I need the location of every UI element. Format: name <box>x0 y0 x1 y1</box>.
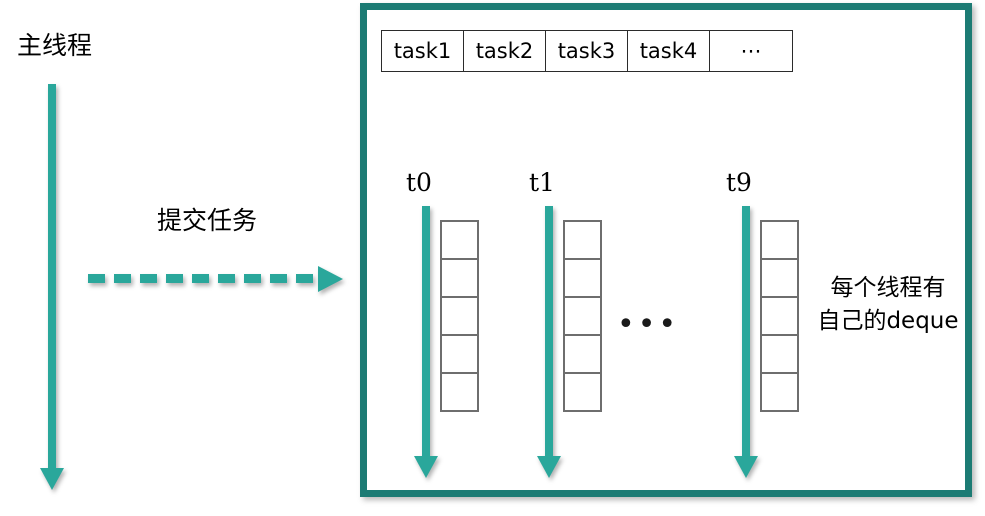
deque-cell <box>762 222 797 260</box>
deque-note-line1: 每个线程有 <box>830 275 946 301</box>
deque-t0 <box>440 220 479 412</box>
deque-cell <box>762 336 797 374</box>
deque-cell <box>762 298 797 336</box>
main-thread-arrow-shaft <box>48 84 56 470</box>
thread-arrow-shaft <box>545 206 553 458</box>
thread-arrow-t9 <box>734 206 758 478</box>
main-thread-arrow <box>40 84 64 490</box>
main-thread-label: 主线程 <box>17 31 93 60</box>
submit-task-dashed-arrow <box>88 266 343 292</box>
thread-arrow-head <box>414 456 438 478</box>
deque-t9 <box>760 220 799 412</box>
deque-cell <box>565 298 600 336</box>
task-cell: task2 <box>464 31 546 71</box>
thread-arrow-t1 <box>537 206 561 478</box>
thread-arrow-shaft <box>422 206 430 458</box>
deque-cell <box>442 336 477 374</box>
deque-cell <box>565 374 600 412</box>
deque-cell <box>565 260 600 298</box>
deque-note-line2: 自己的deque <box>817 308 959 334</box>
deque-cell <box>442 222 477 260</box>
deque-cell <box>442 374 477 412</box>
threads-ellipsis: ••• <box>617 307 680 342</box>
task-cell: task3 <box>546 31 628 71</box>
task-cell: task4 <box>628 31 710 71</box>
deque-cell <box>442 298 477 336</box>
submit-task-label: 提交任务 <box>157 206 258 235</box>
thread-arrow-t0 <box>414 206 438 478</box>
task-cell: task1 <box>382 31 464 71</box>
thread-arrow-head <box>537 456 561 478</box>
task-cell-ellipsis: ⋯ <box>740 39 762 63</box>
thread-arrow-head <box>734 456 758 478</box>
thread-label-t0: t0 <box>406 168 432 197</box>
deque-cell <box>442 260 477 298</box>
task-queue-row: task1 task2 task3 task4 ⋯ <box>381 30 793 72</box>
thread-label-t1: t1 <box>529 168 555 197</box>
deque-t1 <box>563 220 602 412</box>
deque-cell <box>762 374 797 412</box>
deque-cell <box>762 260 797 298</box>
deque-note: 每个线程有 自己的deque <box>808 272 968 338</box>
dashed-arrow-line <box>88 274 316 283</box>
thread-arrow-shaft <box>742 206 750 458</box>
dashed-arrow-head <box>318 266 343 292</box>
main-thread-arrow-head <box>40 468 64 490</box>
deque-cell <box>565 222 600 260</box>
deque-cell <box>565 336 600 374</box>
thread-label-t9: t9 <box>726 168 752 197</box>
